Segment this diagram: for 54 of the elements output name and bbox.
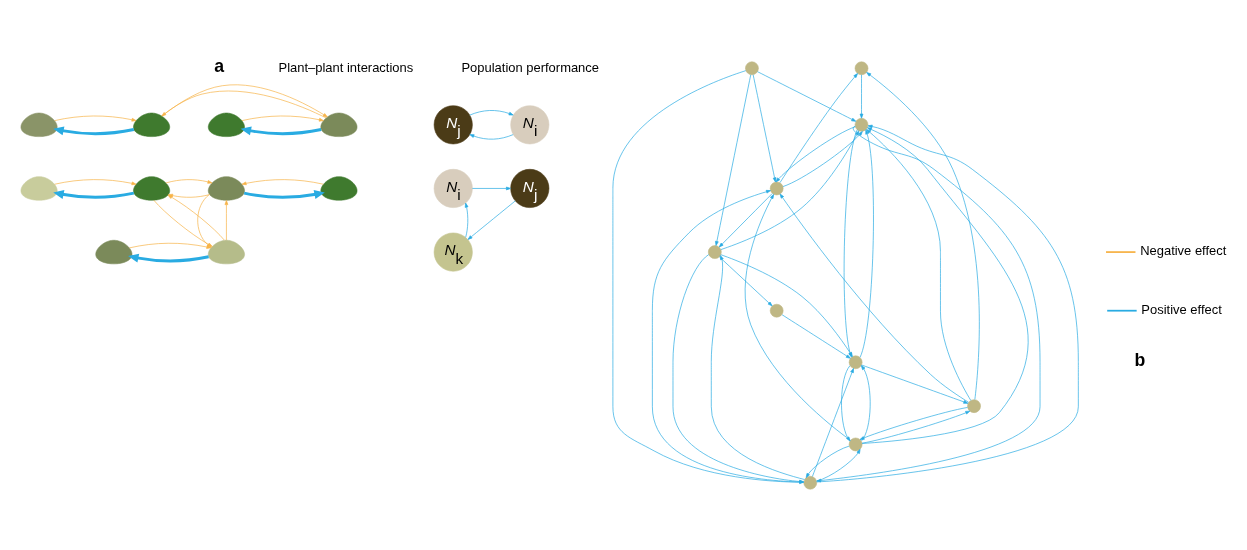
- arrow: [757, 70, 857, 122]
- arrow: [718, 255, 773, 306]
- label: b: [1134, 349, 1146, 370]
- arrow: [240, 125, 322, 135]
- arrow: [782, 130, 863, 187]
- node-circle: [745, 61, 759, 75]
- arrow: [715, 73, 752, 246]
- arrow: [812, 367, 854, 477]
- label: a: [214, 55, 225, 76]
- arrow: [241, 115, 324, 121]
- arrow: [243, 189, 325, 199]
- node-circle: [848, 354, 863, 369]
- node-picture: [208, 112, 245, 137]
- arrow: [775, 125, 856, 182]
- node-picture: [20, 112, 58, 137]
- label: Population performance: [461, 59, 600, 75]
- arrow: [720, 130, 860, 250]
- arrow: [161, 83, 328, 117]
- arrow: [861, 364, 969, 404]
- arrow: [779, 72, 858, 183]
- arrow: [860, 364, 871, 441]
- arrow: [53, 125, 135, 135]
- arrow: [53, 189, 135, 199]
- arrow: [859, 73, 864, 119]
- arrow: [779, 193, 969, 403]
- label: Plant–plant interactions: [278, 59, 414, 75]
- arrow: [224, 199, 229, 240]
- node-picture: [320, 175, 358, 201]
- arrow: [710, 254, 805, 480]
- node-picture: [95, 239, 133, 264]
- arrow: [469, 109, 514, 115]
- arrow: [467, 200, 516, 240]
- arrow: [241, 178, 324, 185]
- node-circle: [769, 181, 784, 195]
- node-picture: [20, 175, 58, 201]
- arrow: [469, 133, 514, 140]
- arrow: [472, 186, 511, 190]
- legend-label: Negative effect: [1140, 242, 1227, 258]
- node-circle: [854, 61, 869, 75]
- arrow: [672, 253, 805, 483]
- legend-label: Positive effect: [1141, 301, 1222, 317]
- arrow: [161, 90, 327, 118]
- arrow: [752, 73, 777, 182]
- arrow: [805, 445, 850, 478]
- arrow: [54, 178, 137, 185]
- node-circle: [803, 475, 818, 489]
- arrow: [128, 253, 209, 263]
- arrow: [612, 69, 805, 484]
- arrow: [464, 202, 469, 238]
- arrow: [54, 115, 137, 121]
- arrow: [718, 192, 773, 247]
- arrow: [841, 364, 851, 441]
- arrow: [165, 178, 213, 184]
- arrow: [652, 189, 805, 482]
